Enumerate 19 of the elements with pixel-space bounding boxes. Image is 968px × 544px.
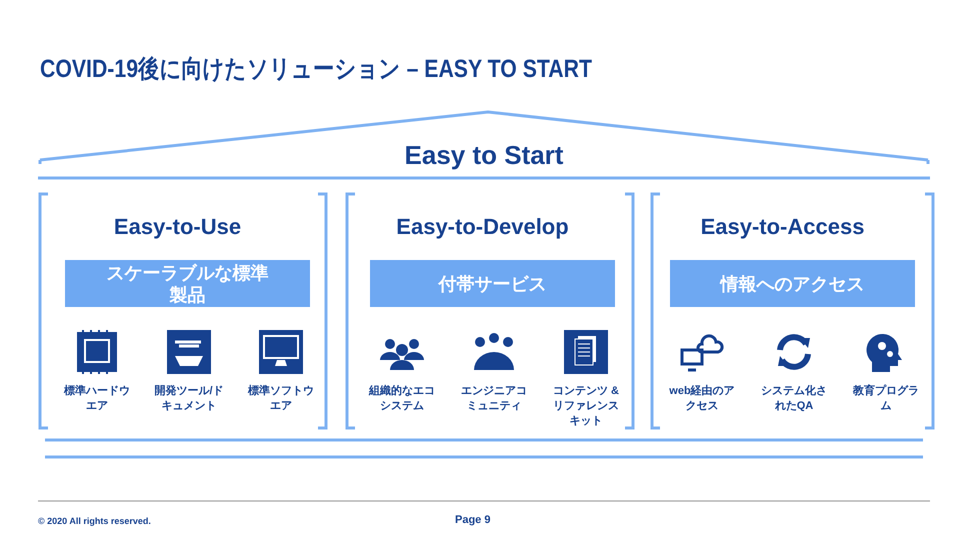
icon-caption: 教育プログラム (852, 384, 920, 414)
copyright-note: © 2020 All rights reserved. (38, 516, 151, 526)
category-band: 付帯サービス (370, 260, 615, 307)
pillar-heading: Easy-to-Use (112, 214, 242, 240)
icon-caption: 標準ソフトウエア (246, 384, 315, 414)
pillar-heading: Easy-to-Access (700, 214, 866, 240)
roof-heading: Easy to Start (404, 140, 564, 171)
category-band: スケーラブルな標準製品 (65, 260, 310, 307)
slide-title: COVID-19後に向けたソリューション – EASY TO START (40, 54, 592, 85)
icon-caption: web経由のアクセス (668, 384, 736, 414)
category-band: 情報へのアクセス (670, 260, 915, 307)
icon-caption: 標準ハードウエア (62, 384, 131, 414)
icon-caption: 開発ツール/ドキュメント (154, 384, 224, 414)
icon-caption: 組織的なエコシステム (368, 384, 436, 414)
icon-caption: コンテンツ &リファレンスキット (552, 384, 620, 429)
icon-caption: エンジニアコミュニティ (460, 384, 528, 414)
pillar-heading: Easy-to-Develop (395, 214, 570, 240)
page-number: Page 9 (455, 514, 490, 526)
icon-caption: システム化されたQA (760, 384, 828, 414)
